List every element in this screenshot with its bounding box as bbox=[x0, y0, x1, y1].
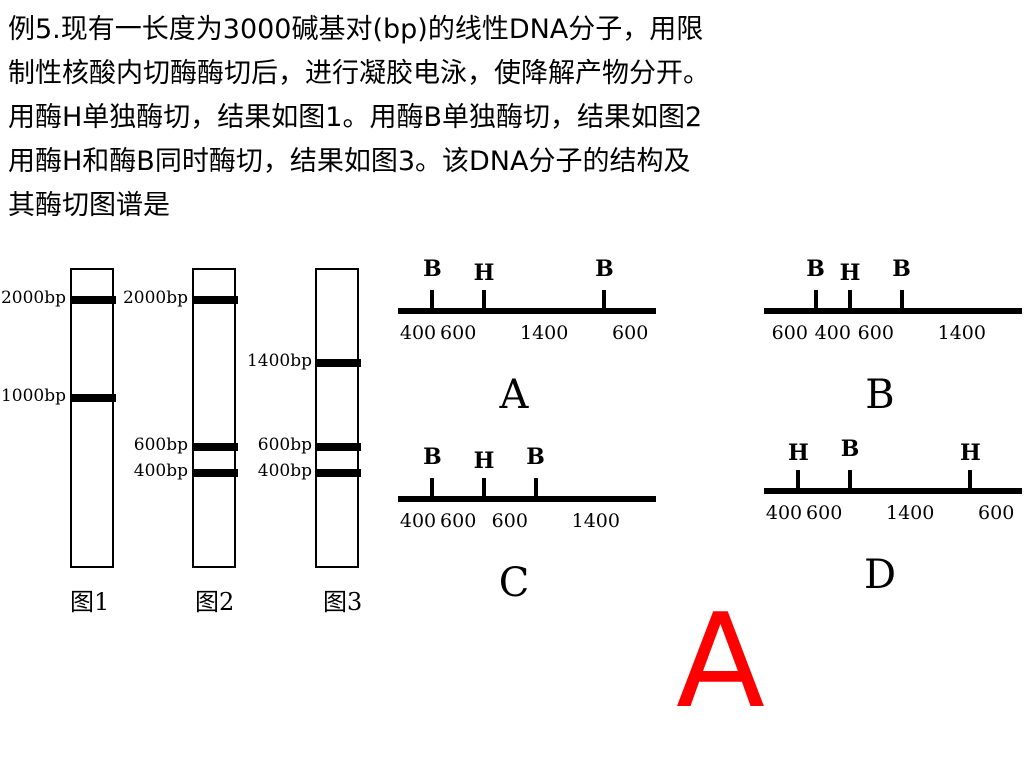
enzyme-site-label: B bbox=[423, 444, 442, 470]
segment-length-label: 600 bbox=[612, 322, 649, 344]
cut-site-tick bbox=[602, 290, 607, 308]
gel-band bbox=[315, 359, 361, 367]
enzyme-site-label: B bbox=[892, 256, 911, 282]
segment-length-label: 600 bbox=[806, 502, 843, 524]
answer-letter: A bbox=[676, 585, 765, 737]
dna-strand bbox=[764, 488, 1022, 494]
enzyme-site-label: H bbox=[473, 260, 495, 286]
band-size-label: 1400bp bbox=[246, 351, 312, 371]
enzyme-site-label: B bbox=[423, 256, 442, 282]
option-letter: C bbox=[498, 560, 530, 606]
gel-band bbox=[315, 469, 361, 477]
option-letter: A bbox=[499, 372, 529, 418]
cut-site-tick bbox=[813, 290, 818, 308]
band-size-label: 1000bp bbox=[0, 386, 66, 406]
gel-caption-3: 图3 bbox=[323, 588, 363, 616]
gel-caption-2: 图2 bbox=[195, 588, 235, 616]
cut-site-tick bbox=[848, 290, 852, 308]
question-line: 例5.现有一长度为3000碱基对(bp)的线性DNA分子，用限 bbox=[8, 14, 704, 45]
gel-band bbox=[70, 394, 116, 402]
cut-site-tick bbox=[430, 290, 435, 308]
segment-length-label: 1400 bbox=[571, 510, 620, 532]
gel-caption-1: 图1 bbox=[70, 588, 110, 616]
cut-site-tick bbox=[482, 478, 486, 496]
segment-length-label: 600 bbox=[440, 510, 477, 532]
dna-strand bbox=[398, 496, 656, 502]
question-line: 用酶H和酶B同时酶切，结果如图3。该DNA分子的结构及 bbox=[8, 146, 691, 177]
segment-length-label: 1400 bbox=[937, 322, 986, 344]
enzyme-site-label: B bbox=[526, 444, 545, 470]
segment-length-label: 600 bbox=[857, 322, 894, 344]
segment-length-label: 400 bbox=[399, 322, 437, 344]
cut-site-tick bbox=[796, 470, 801, 488]
enzyme-site-label: H bbox=[839, 260, 861, 286]
question-line: 用酶H单独酶切，结果如图1。用酶B单独酶切，结果如图2 bbox=[8, 102, 703, 133]
cut-site-tick bbox=[848, 470, 852, 488]
enzyme-site-label: H bbox=[959, 440, 981, 466]
gel-band bbox=[192, 443, 238, 451]
cut-site-tick bbox=[430, 478, 435, 496]
segment-length-label: 600 bbox=[440, 322, 477, 344]
segment-length-label: 400 bbox=[399, 510, 437, 532]
option-letter: B bbox=[865, 372, 895, 418]
gel-band bbox=[315, 443, 361, 451]
gel-band bbox=[192, 296, 238, 304]
enzyme-site-label: B bbox=[806, 256, 825, 282]
band-size-label: 600bp bbox=[133, 435, 188, 455]
band-size-label: 600bp bbox=[257, 435, 312, 455]
cut-site-tick bbox=[968, 470, 973, 488]
gel-figure-2 bbox=[192, 268, 238, 568]
segment-length-label: 1400 bbox=[520, 322, 569, 344]
band-size-label: 400bp bbox=[257, 461, 312, 481]
question-line: 其酶切图谱是 bbox=[8, 190, 170, 221]
band-size-label: 400bp bbox=[133, 461, 188, 481]
question-text: 例5.现有一长度为3000碱基对(bp)的线性DNA分子，用限 制性核酸内切酶酶… bbox=[8, 8, 1020, 228]
segment-length-label: 600 bbox=[978, 502, 1015, 524]
enzyme-site-label: H bbox=[473, 448, 495, 474]
gel-figure-1 bbox=[70, 268, 116, 568]
gel-band bbox=[192, 469, 238, 477]
gel-band bbox=[70, 296, 116, 304]
enzyme-site-label: B bbox=[595, 256, 614, 282]
cut-site-tick bbox=[533, 478, 538, 496]
gel-figure-3 bbox=[315, 268, 361, 568]
cut-site-tick bbox=[482, 290, 486, 308]
enzyme-site-label: B bbox=[840, 436, 860, 462]
segment-length-label: 400 bbox=[765, 502, 803, 524]
cut-site-tick bbox=[899, 290, 904, 308]
dna-strand bbox=[398, 308, 656, 314]
option-letter: D bbox=[863, 552, 897, 598]
band-size-label: 2000bp bbox=[122, 288, 188, 308]
question-line: 制性核酸内切酶酶切后，进行凝胶电泳，使降解产物分开。 bbox=[8, 58, 710, 89]
segment-length-label: 400 bbox=[814, 322, 851, 344]
band-size-label: 2000bp bbox=[0, 288, 66, 308]
enzyme-site-label: H bbox=[787, 440, 809, 466]
dna-strand bbox=[764, 308, 1022, 314]
segment-length-label: 1400 bbox=[886, 502, 935, 524]
segment-length-label: 600 bbox=[771, 322, 808, 344]
segment-length-label: 600 bbox=[491, 510, 528, 532]
